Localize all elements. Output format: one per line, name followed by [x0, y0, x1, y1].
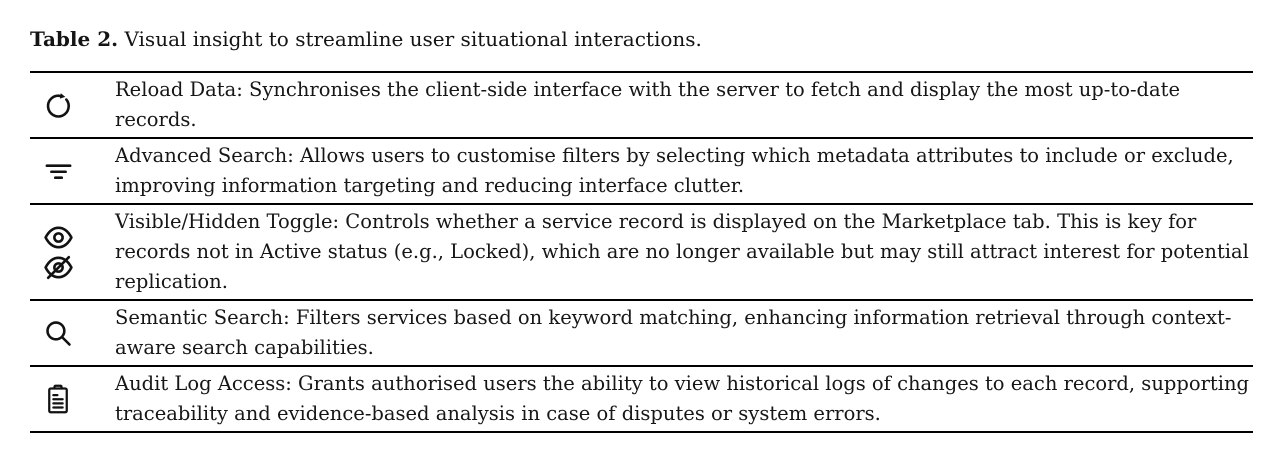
table-caption: Table 2. Visual insight to streamline us… [30, 26, 1253, 52]
eye-off-icon [44, 255, 73, 279]
table-row: Advanced Search: Allows users to customi… [30, 139, 1253, 205]
table: Reload Data: Synchronises the client-sid… [30, 71, 1253, 433]
icon-cell [30, 225, 115, 280]
reload-icon [46, 92, 70, 118]
table-caption-text: Visual insight to streamline user situat… [124, 27, 702, 51]
table-caption-label: Table 2. [30, 27, 119, 51]
row-description: Reload Data: Synchronises the client-sid… [115, 78, 1181, 131]
filter-icon [45, 163, 72, 179]
row-description: Audit Log Access: Grants authorised user… [115, 372, 1250, 425]
table-row: Visible/Hidden Toggle: Controls whether … [30, 205, 1253, 301]
clipboard-icon [48, 384, 68, 413]
row-description: Visible/Hidden Toggle: Controls whether … [115, 210, 1249, 293]
row-description: Semantic Search: Filters services based … [115, 306, 1232, 359]
document-page: Table 2. Visual insight to streamline us… [30, 26, 1253, 433]
icon-cell [30, 383, 115, 416]
icon-cell [30, 156, 115, 187]
table-row: Audit Log Access: Grants authorised user… [30, 367, 1253, 433]
table-row: Reload Data: Synchronises the client-sid… [30, 73, 1253, 139]
icon-cell [30, 318, 115, 349]
row-description: Advanced Search: Allows users to customi… [115, 144, 1234, 197]
table-row: Semantic Search: Filters services based … [30, 301, 1253, 367]
icon-cell [30, 90, 115, 121]
search-icon [46, 320, 71, 346]
eye-icon [44, 226, 73, 248]
